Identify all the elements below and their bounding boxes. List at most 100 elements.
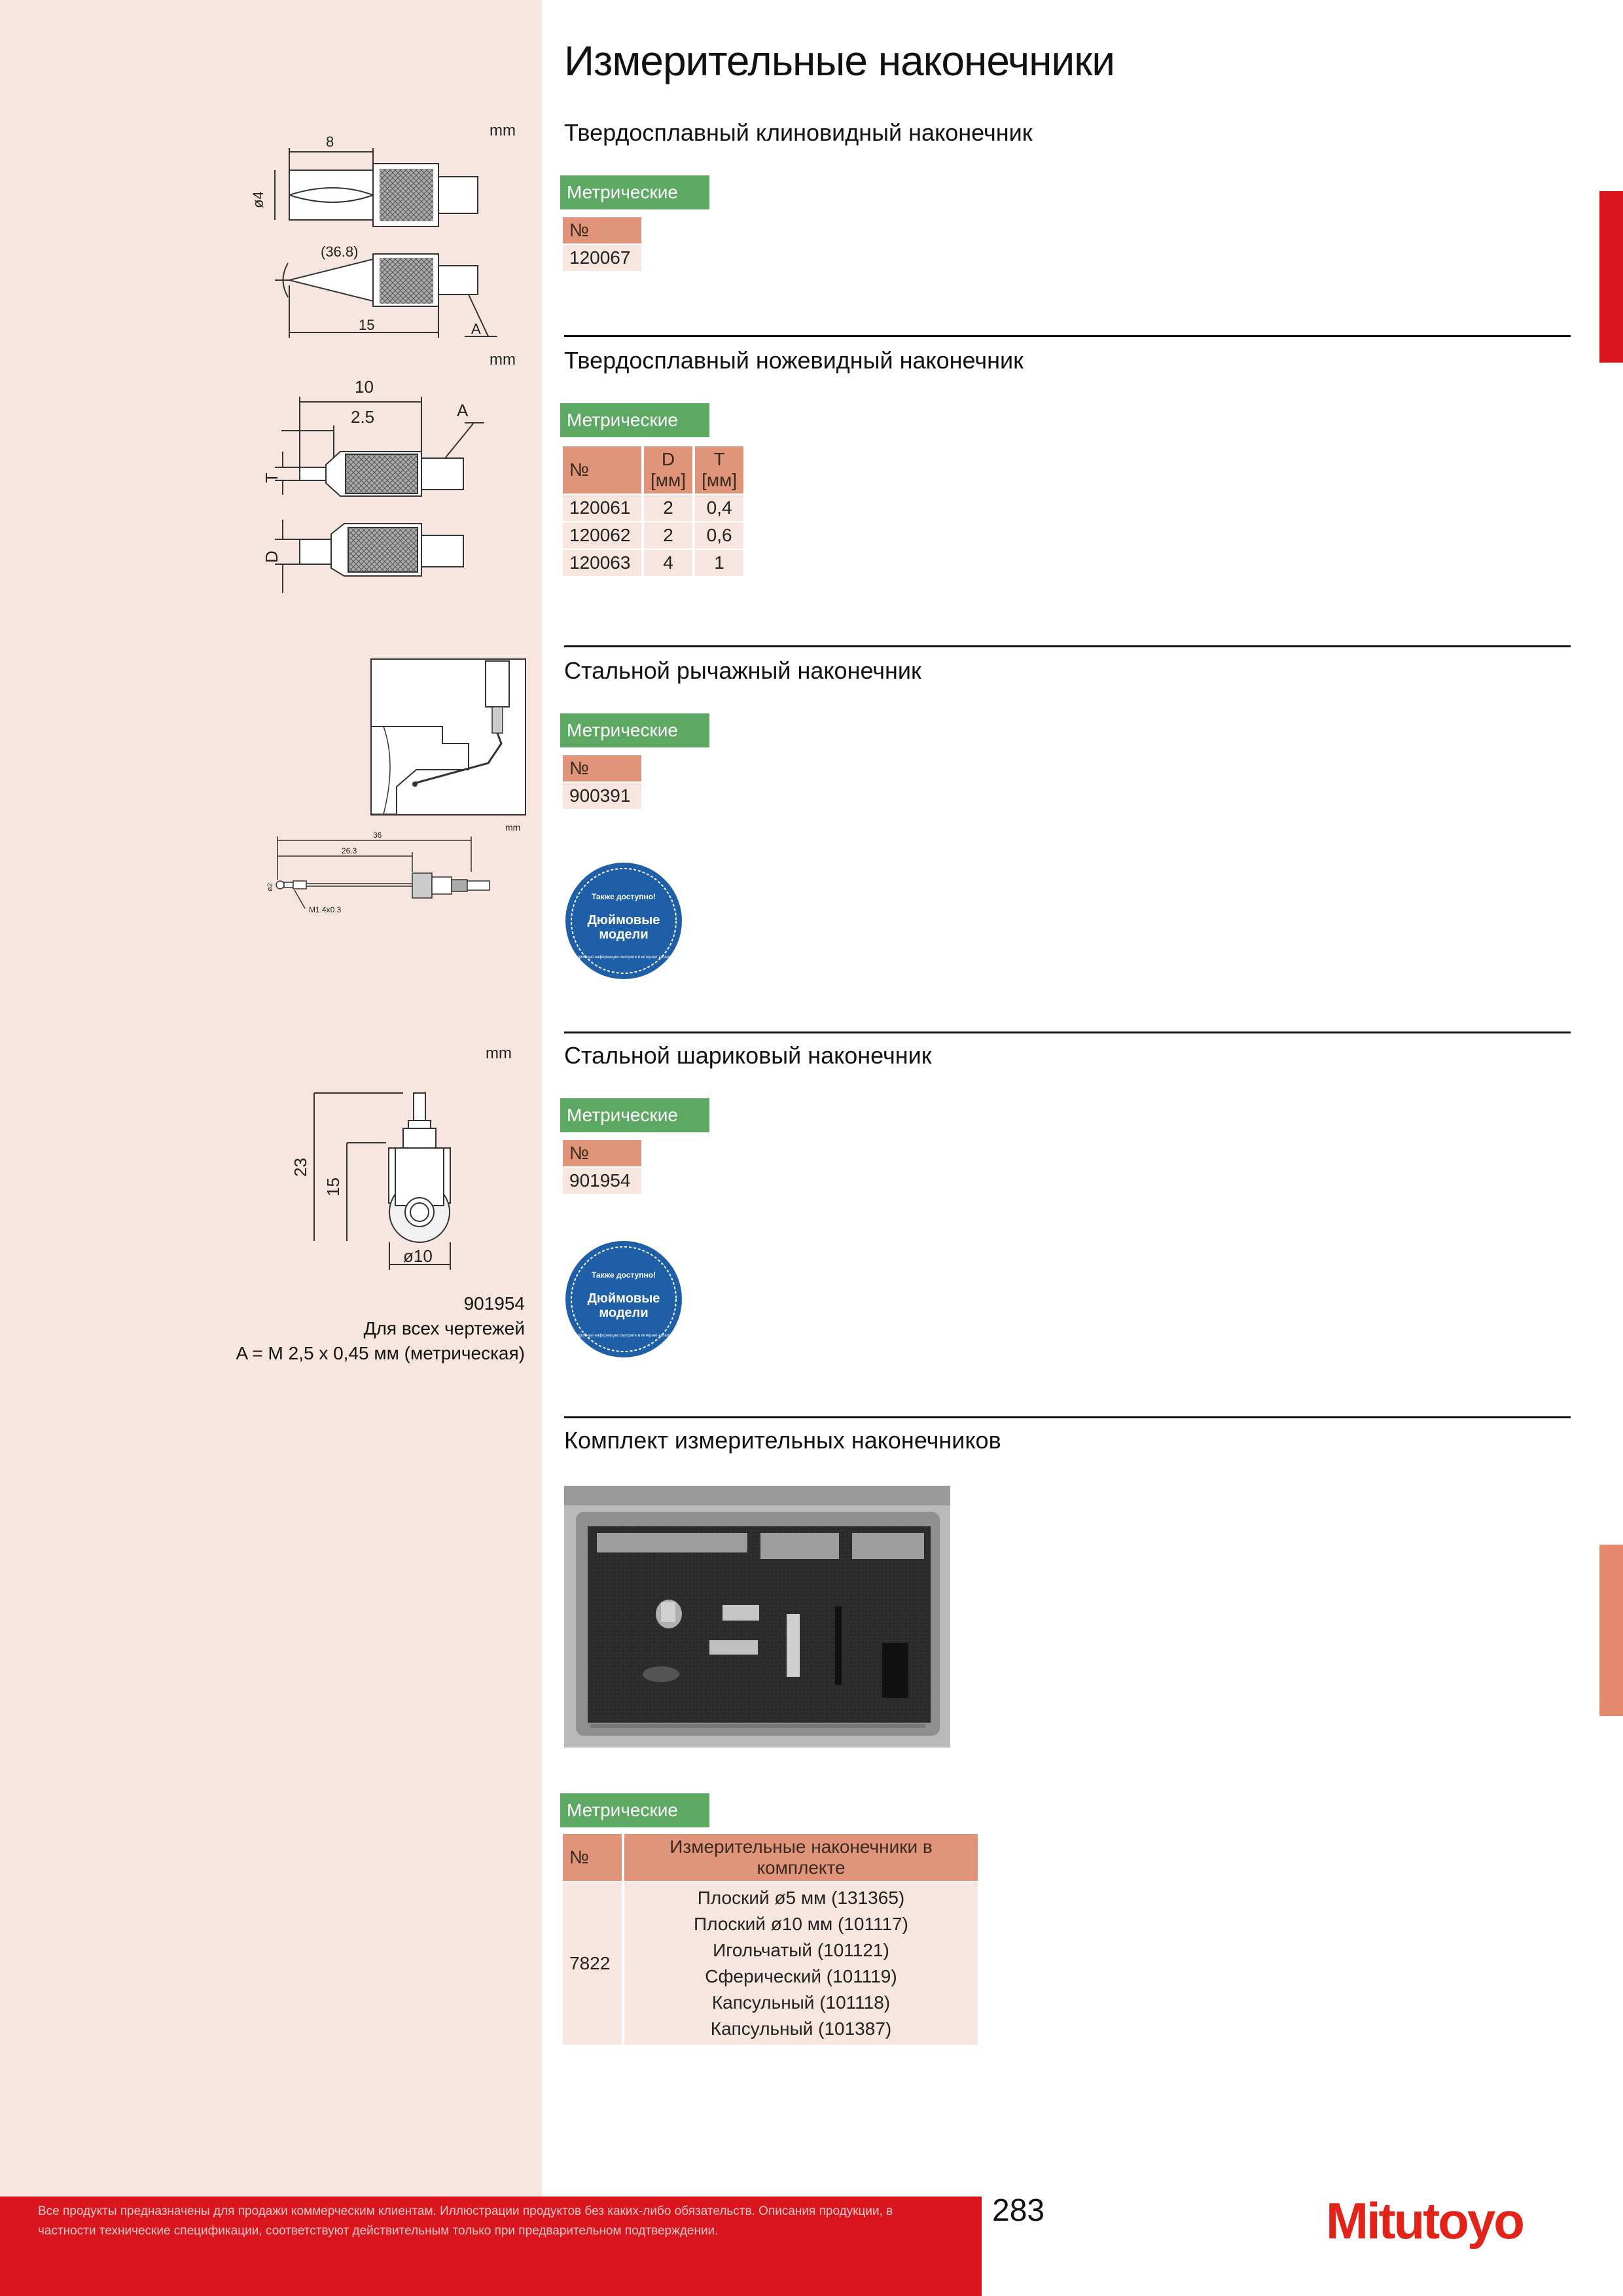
unit-label: mm [486,1045,512,1062]
cell-d: 2 [644,495,693,521]
chapter-tab [1599,1545,1623,1716]
product-table-knife: № D[мм] T[мм] 120061 2 0,4 120062 2 0,6 … [560,445,746,577]
dim-total: 36 [373,831,382,840]
unit-label: mm [490,122,516,139]
cell-t: 0,6 [695,522,744,548]
set-items-cell: Плоский ø5 мм (131365) Плоский ø10 мм (1… [624,1882,978,2045]
col-t-unit: [мм] [702,470,738,490]
inch-models-stamp: Также доступно! Дюймовые модели Подробну… [565,1241,682,1357]
label-t: T [262,473,281,483]
dim-h2: 15 [323,1177,343,1196]
dim-total: 15 [359,317,374,333]
table-row: 120061 2 0,4 [563,495,744,521]
col-d-header: D[мм] [644,446,693,493]
ball-tip-drawing: 23 15 ø10 [291,1092,451,1270]
metric-badge: Метрические [560,403,709,437]
stamp-bottom-text: Подробную информацию смотрите в интернет… [573,1334,675,1338]
drawing-caption: 901954 Для всех чертежей A = M 2,5 x 0,4… [196,1293,525,1364]
dim-partial: 26.3 [342,846,357,855]
product-number: 120067 [563,245,641,271]
col-no-header: № [563,755,641,781]
dim-total: 10 [355,377,374,397]
col-items-header: Измерительные наконечники в комплекте [624,1834,978,1881]
cell-t: 1 [695,550,744,576]
dim-dia: ø4 [250,191,266,208]
dim-dia: ø10 [403,1246,433,1266]
section-divider [564,1031,1571,1033]
dim-length: 8 [326,134,334,150]
metric-badge: Метрические [560,175,709,209]
product-table-wedge: № 120067 [560,216,644,272]
caption-line-1: Для всех чертежей [363,1318,525,1338]
col-t-header: T[мм] [695,446,744,493]
lever-tip-application-illustration [370,658,526,816]
stamp-main-text-2: модели [599,1306,648,1320]
product-table-lever: № 900391 [560,754,644,810]
label-a: A [471,321,481,337]
brand-logo: Mitutoyo [1326,2192,1525,2250]
metric-badge: Метрические [560,1098,709,1132]
footer-disclaimer: Все продукты предназначены для продажи к… [38,2204,893,2238]
thread-label: M1.4x0.3 [309,905,342,914]
product-number: 120061 [563,495,641,521]
stamp-bottom-text: Подробную информацию смотрите в интернет… [573,956,675,960]
col-no-header: № [563,1834,622,1881]
unit-label: mm [490,351,516,368]
caption-line-2: A = M 2,5 x 0,45 мм (метрическая) [236,1343,525,1363]
stamp-main-text-1: Дюймовые [588,1291,660,1306]
unit-label: mm [505,822,521,833]
metric-badge: Метрические [560,713,709,747]
product-number: 900391 [563,783,641,809]
col-no-header: № [563,1140,641,1166]
cell-t: 0,4 [695,495,744,521]
col-d-label: D [661,449,675,469]
section-divider [564,645,1571,647]
lever-tip-drawing: 36 26.3 ø2 M1.4x0.3 [266,831,490,914]
col-d-unit: [мм] [651,470,687,490]
tip-set-case-photo [564,1486,950,1748]
table-row: 120063 4 1 [563,550,744,576]
cell-d: 2 [644,522,693,548]
product-number: 901954 [563,1168,641,1194]
page-number: 283 [992,2193,1045,2228]
col-no-header: № [563,446,641,493]
list-item: Плоский ø10 мм (101117) [694,1914,908,1934]
wedge-tip-drawing: 8 ø4 (36.8) 15 A [250,134,497,338]
metric-badge: Метрические [560,1793,709,1827]
section-title-wedge: Твердосплавный клиновидный наконечник [564,119,1033,146]
product-number: 120062 [563,522,641,548]
product-table-ball: № 901954 [560,1139,644,1195]
label-a: A [457,401,469,420]
stamp-main-text-2: модели [599,927,648,942]
list-item: Капсульный (101118) [711,1992,891,2013]
section-title-ball: Стальной шариковый наконечник [564,1042,932,1069]
section-divider [564,335,1571,337]
inch-models-stamp: Также доступно! Дюймовые модели Подробну… [565,863,682,979]
list-item: Игольчатый (101121) [713,1940,889,1960]
section-divider [564,1416,1571,1418]
chapter-tab-active [1599,191,1623,363]
footer-bar [0,2197,982,2296]
col-t-label: T [713,449,725,469]
knife-tip-drawing: 10 2.5 A T D [262,377,484,593]
set-number: 7822 [563,1882,622,2045]
section-title-set: Комплект измерительных наконечников [564,1427,1001,1454]
caption-part-number: 901954 [463,1293,525,1314]
stamp-main-text-1: Дюймовые [588,913,660,927]
col-no-header: № [563,217,641,243]
section-title-knife: Твердосплавный ножевидный наконечник [564,347,1024,374]
dim-ball: ø2 [266,883,274,891]
table-row: 120062 2 0,6 [563,522,744,548]
cell-d: 4 [644,550,693,576]
list-item: Сферический (101119) [705,1966,897,1986]
dim-tip: 2.5 [351,407,374,427]
product-number: 120063 [563,550,641,576]
dim-angle: (36.8) [321,243,358,260]
section-title-lever: Стальной рычажный наконечник [564,657,921,684]
left-sidebar-background [0,0,542,2197]
product-table-set: № Измерительные наконечники в комплекте … [560,1833,980,2046]
dim-h1: 23 [291,1158,310,1177]
list-item: Плоский ø5 мм (131365) [697,1888,905,1908]
stamp-top-text: Также доступно! [592,892,656,901]
list-item: Капсульный (101387) [710,2018,892,2039]
